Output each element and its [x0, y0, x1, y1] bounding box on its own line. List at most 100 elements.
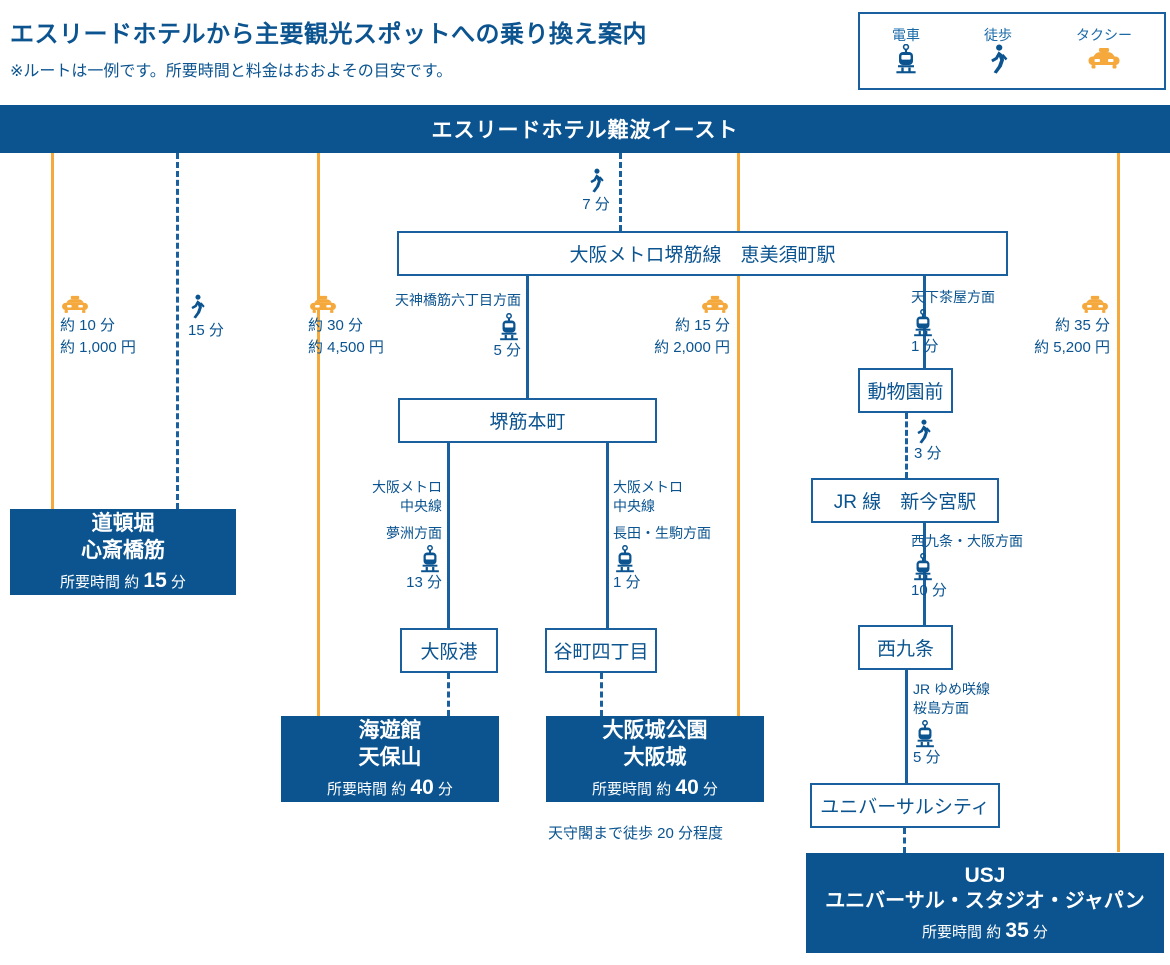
destination-osakajo-line2: 大阪城 [623, 745, 687, 769]
destination-usj-time-value: 35 [1005, 919, 1029, 943]
destination-osakajo: 大阪城公園 大阪城 所要時間 約 40 分 [546, 716, 764, 802]
destination-dotonbori: 道頓堀 心斎橋筋 所要時間 約 15 分 [10, 509, 236, 595]
segment-line-chuo-right: 大阪メトロ [613, 479, 683, 495]
destination-usj-line1: USJ [964, 863, 1006, 887]
station-tanimachi4-label: 谷町四丁目 [553, 642, 649, 663]
segment-line-yumesaki: JR ゆめ咲線 [913, 681, 990, 697]
walk-minutes-hotel-ebisucho: 7 分 [582, 196, 610, 213]
station-osakako-label: 大阪港 [420, 642, 478, 663]
segment-ebisucho-to-sakaisujihommachi: 天神橋筋六丁目方面 5 分 [366, 291, 521, 361]
station-shinimamiya: JR 線 新今宮駅 [811, 478, 999, 523]
train-minutes-ebisucho-sakaisuji: 5 分 [493, 341, 521, 359]
taxi-icon [1086, 44, 1122, 74]
station-ebisucho-label: 大阪メトロ堺筋線 恵美須町駅 [569, 245, 836, 266]
segment-ebisucho-to-dobutsuenmae: 天下茶屋方面 1 分 [911, 288, 1041, 357]
train-icon [913, 719, 1043, 748]
train-icon [911, 552, 1061, 581]
destination-kaiyukan-time-unit: 分 [437, 780, 453, 798]
station-nishikujo-label: 西九条 [876, 639, 934, 660]
destination-kaiyukan-time: 所要時間 約 40 分 [327, 776, 453, 800]
segment-line-chuo-left: 大阪メトロ [372, 479, 442, 495]
destination-usj-time: 所要時間 約 35 分 [922, 919, 1048, 943]
taxi-icon [308, 295, 384, 315]
destination-osakajo-time-value: 40 [675, 775, 699, 799]
destination-osakajo-line1: 大阪城公園 [602, 719, 708, 743]
taxi-time-kaiyukan: 約 30 分 [308, 317, 364, 334]
taxi-time-osakajo: 約 15 分 [674, 317, 730, 334]
page-note: ※ルートは一例です。所要時間と料金はおおよその目安です。 [10, 63, 453, 80]
station-dobutsuenmae-label: 動物園前 [867, 382, 944, 403]
destination-kaiyukan-time-prefix: 所要時間 約 [327, 780, 407, 798]
taxi-line-kaiyukan [317, 153, 320, 716]
station-ebisucho: 大阪メトロ堺筋線 恵美須町駅 [397, 231, 1008, 276]
train-minutes-tanimachi4: 1 分 [613, 573, 641, 591]
walk-icon [987, 44, 1009, 74]
walk-icon [914, 419, 984, 444]
segment-line-chuo-right-2: 中央線 [613, 497, 655, 514]
legend-label-taxi: タクシー [1076, 27, 1132, 43]
segment-hotel-to-ebisucho: 7 分 [576, 168, 616, 214]
segment-sakaisujihommachi-to-osakako: 大阪メトロ 中央線 夢洲方面 13 分 [330, 478, 442, 593]
taxi-fare-kaiyukan: 約 4,500 円 [308, 338, 384, 356]
train-icon [613, 544, 743, 573]
taxi-icon [60, 295, 136, 315]
station-universalcity-label: ユニバーサルシティ [820, 797, 990, 818]
walk-line-dotonbori [176, 153, 179, 509]
destination-usj-line2: ユニバーサル・スタジオ・ジャパン [825, 890, 1145, 913]
walk-line-dobutsuenmae-to-shinimamiya [905, 413, 908, 478]
station-tanimachi4: 谷町四丁目 [545, 628, 657, 673]
legend-item-taxi: タクシー [1076, 28, 1132, 74]
train-icon [366, 312, 521, 341]
walk-label-dotonbori: 15 分 [188, 294, 224, 340]
taxi-fare-osakajo: 約 2,000 円 [654, 338, 730, 356]
destination-osakajo-time: 所要時間 約 40 分 [592, 776, 718, 800]
station-osakako: 大阪港 [400, 628, 498, 673]
taxi-label-osakajo: 約 15 分 約 2,000 円 [620, 295, 730, 359]
segment-shinimamiya-to-nishikujo: 西九条・大阪方面 10 分 [911, 532, 1061, 601]
destination-kaiyukan-line1: 海遊館 [358, 719, 422, 743]
destination-osakajo-time-unit: 分 [702, 780, 718, 798]
walk-minutes-dotonbori: 15 分 [188, 322, 224, 339]
destination-usj: USJ ユニバーサル・スタジオ・ジャパン 所要時間 約 35 分 [806, 853, 1164, 953]
station-sakaisujihommachi: 堺筋本町 [398, 398, 657, 443]
train-icon [330, 544, 442, 573]
walk-icon [188, 294, 224, 319]
segment-line-chuo-left-2: 中央線 [400, 497, 442, 514]
walk-line-osakako-to-kaiyukan [447, 673, 450, 716]
destination-dotonbori-time-unit: 分 [170, 573, 186, 591]
walk-line-tanimachi4-to-osakajo [600, 673, 603, 716]
legend-label-train: 電車 [892, 27, 920, 43]
line-nishikujo-to-universalcity [905, 670, 908, 783]
destination-usj-time-prefix: 所要時間 約 [922, 924, 1002, 942]
origin-hotel-label: エスリードホテル難波イースト [431, 119, 739, 142]
line-sakaisujihommachi-to-tanimachi4 [606, 443, 609, 631]
train-minutes-osakako: 13 分 [406, 573, 442, 591]
destination-dotonbori-time: 所要時間 約 15 分 [60, 569, 186, 593]
segment-direction-tengachaya: 天下茶屋方面 [911, 289, 995, 305]
page-title: エスリードホテルから主要観光スポットへの乗り換え案内 [10, 21, 647, 48]
legend-item-train: 電車 [892, 28, 920, 74]
destination-osakajo-time-prefix: 所要時間 約 [592, 780, 672, 798]
destination-osakajo-footnote: 天守閣まで徒歩 20 分程度 [548, 825, 724, 842]
taxi-line-osakajo [737, 153, 740, 716]
taxi-time-dotonbori: 約 10 分 [60, 317, 116, 334]
line-sakaisujihommachi-to-osakako [447, 443, 450, 631]
station-dobutsuenmae: 動物園前 [858, 368, 953, 413]
taxi-line-dotonbori [51, 153, 54, 509]
segment-direction-sakurajima: 桜島方面 [913, 699, 969, 716]
taxi-label-kaiyukan: 約 30 分 約 4,500 円 [308, 295, 384, 359]
legend: 電車 徒歩 [858, 12, 1166, 90]
train-icon [911, 308, 1041, 337]
station-universalcity: ユニバーサルシティ [810, 783, 1000, 828]
station-nishikujo: 西九条 [858, 625, 953, 670]
line-shinimamiya-to-nishikujo [923, 523, 926, 628]
legend-label-walk: 徒歩 [984, 27, 1012, 43]
taxi-icon [620, 295, 730, 315]
walk-line-universalcity-to-usj [903, 828, 906, 853]
legend-item-walk: 徒歩 [984, 28, 1012, 74]
line-ebisucho-to-sakaisujihommachi [526, 276, 529, 398]
train-minutes-universalcity: 5 分 [913, 748, 941, 766]
segment-direction-yumeshima: 夢洲方面 [386, 524, 442, 541]
taxi-line-usj [1117, 153, 1120, 852]
